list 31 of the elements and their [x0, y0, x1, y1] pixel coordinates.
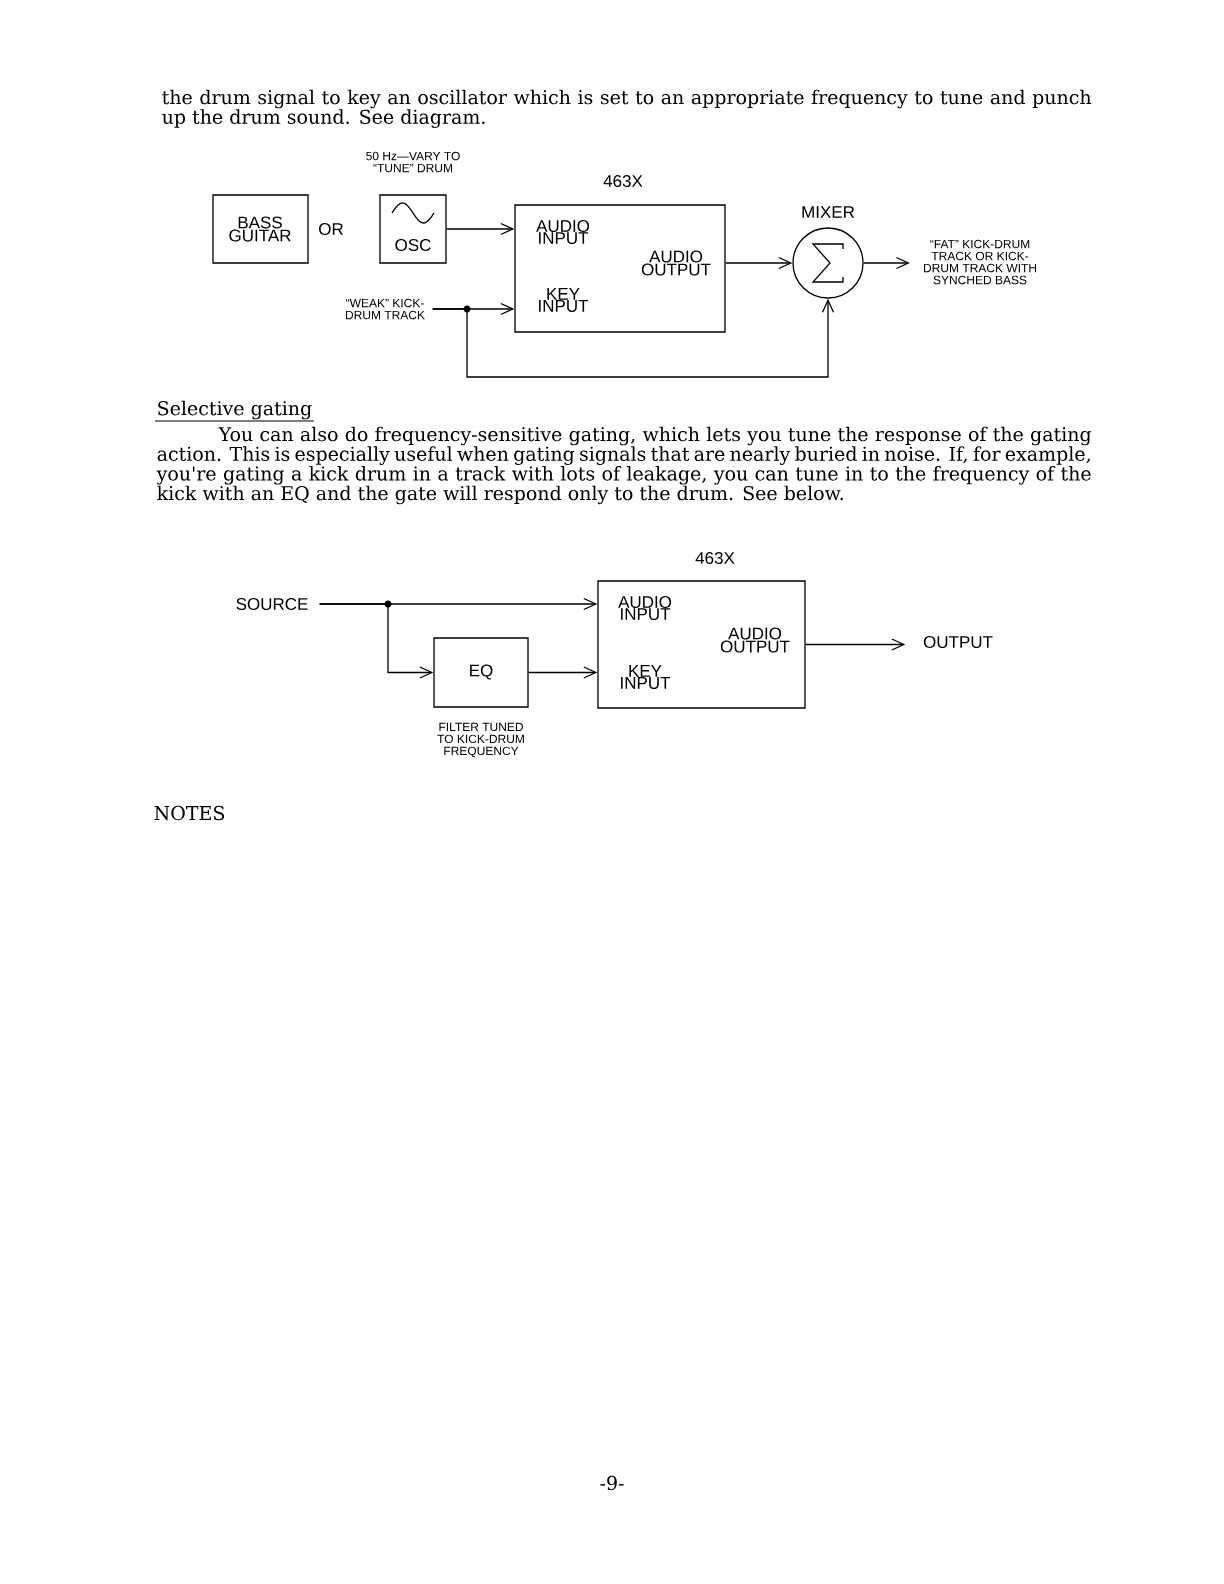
arrow: [528, 666, 598, 679]
port-label: BASS GUITAR: [229, 216, 291, 242]
arrow: [432, 298, 835, 378]
note-text: 50 Hz—VARY TO “TUNE” DRUM: [366, 151, 460, 173]
arrow: [805, 638, 906, 651]
page-number: -9-: [600, 1475, 624, 1491]
arrow: [725, 256, 793, 270]
arrow: [863, 256, 910, 270]
paragraph: the drum signal to key an oscillator which is set to an appropriate frequency to tune and punch up the drum sound. See diagram.: [162, 89, 1092, 128]
section-heading: NOTES: [154, 805, 224, 821]
arrow: [446, 222, 515, 236]
paragraph: You can also do frequency-sensitive gating, which lets you tune the response of the gating action. This is especially useful when gating signals that are nearly buried in noise. If, for example, you're gating a kick drum in a track with lots of leakage, you can tune in to the frequency of the kick with an EQ and the gate will respond only to the drum. See below.: [156, 426, 1092, 505]
port-label: AUDIO OUTPUT: [720, 627, 790, 653]
box-heading: 463X: [695, 552, 735, 565]
note-text: FILTER TUNED TO KICK-DRUM FREQUENCY: [437, 722, 524, 758]
arrow: [319, 603, 434, 679]
mixer-label: MIXER: [802, 206, 855, 218]
box-label: OSC: [395, 239, 431, 252]
output-label: “FAT” KICK-DRUM TRACK OR KICK-DRUM TRACK WITH SYNCHED BASS: [924, 239, 1036, 285]
box-heading: 463X: [603, 175, 643, 188]
port-label: AUDIO INPUT: [536, 220, 590, 245]
box-label: EQ: [470, 664, 493, 680]
port-label: AUDIO INPUT: [618, 596, 672, 621]
output-label: OUTPUT: [923, 636, 993, 649]
port-label: KEY INPUT: [539, 288, 589, 312]
section-heading: Selective gating: [154, 400, 315, 422]
port-label: AUDIO OUTPUT: [641, 250, 711, 276]
input-label: SOURCE: [236, 598, 308, 611]
connector-word: OR: [319, 223, 343, 236]
port-label: KEY INPUT: [621, 665, 671, 689]
signal-label: “WEAK” KICK-DRUM TRACK: [346, 298, 425, 320]
